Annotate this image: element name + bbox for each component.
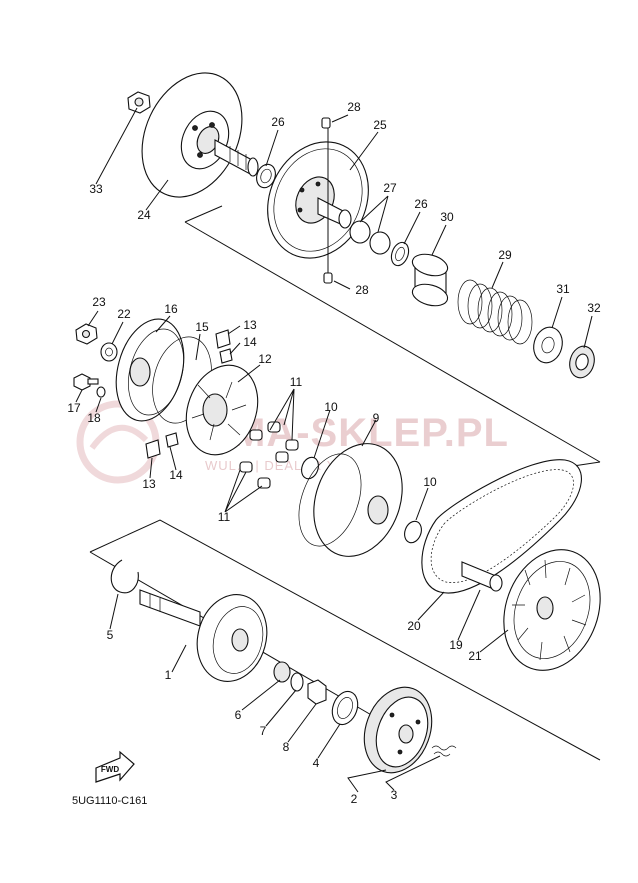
part-12-variator-plate <box>185 364 259 456</box>
callout-14: 14 <box>169 468 183 482</box>
callout-19: 19 <box>449 638 463 652</box>
part-16-cam-cover <box>115 318 185 422</box>
callout-5: 5 <box>107 628 114 642</box>
callout-3: 3 <box>391 788 398 802</box>
callout-25: 25 <box>373 118 387 132</box>
callout-23: 23 <box>92 295 106 309</box>
part-2-clutch-carrier <box>363 686 433 774</box>
part-14-slider-upper <box>219 348 233 364</box>
diagram-code: 5UG1110-C161 <box>72 795 147 807</box>
part-20-v-belt <box>421 459 582 594</box>
part-7-washer <box>290 672 304 692</box>
callout-10: 10 <box>324 400 338 414</box>
callout-26: 26 <box>414 197 428 211</box>
part-3-clutch-spring <box>431 745 457 757</box>
part-26-collar-lower <box>390 241 410 267</box>
callout-20: 20 <box>407 619 421 633</box>
part-29-compression-spring <box>457 279 533 345</box>
part-14-slider-lower <box>165 432 179 448</box>
part-4-needle-bearing <box>331 690 359 726</box>
callout-30: 30 <box>440 210 454 224</box>
part-13-slider-upper <box>215 329 231 349</box>
callout-28: 28 <box>347 100 361 114</box>
callout-4: 4 <box>313 756 320 770</box>
part-10-collar-lower <box>404 520 422 544</box>
callout-10: 10 <box>423 475 437 489</box>
part-27-o-rings <box>349 220 391 255</box>
callout-16: 16 <box>164 302 178 316</box>
callout-7: 7 <box>260 724 267 738</box>
callout-13: 13 <box>243 318 257 332</box>
callout-labels: 33 24 26 28 25 27 26 30 29 28 31 32 23 2… <box>67 100 601 806</box>
part-17-bolt <box>73 373 99 391</box>
callout-32: 32 <box>587 301 601 315</box>
part-24-fixed-sheave <box>141 72 259 198</box>
part-33-nut <box>127 91 151 114</box>
part-28-pin-lower <box>323 272 333 284</box>
callout-8: 8 <box>283 740 290 754</box>
callout-27: 27 <box>383 181 397 195</box>
part-21-fan-sheave <box>503 549 601 671</box>
callout-13: 13 <box>142 477 156 491</box>
part-28-pin-upper <box>321 117 331 129</box>
callout-15: 15 <box>195 320 209 334</box>
part-22-washer <box>100 342 118 362</box>
part-6-bearing <box>273 661 291 683</box>
part-9-primary-sheave <box>298 443 403 557</box>
part-5-circlip <box>110 559 139 594</box>
callout-2: 2 <box>351 792 358 806</box>
callout-11: 11 <box>218 510 231 524</box>
leader-lines <box>75 107 593 793</box>
part-31-washer <box>533 326 563 364</box>
callout-17: 17 <box>67 401 81 415</box>
part-8-nut <box>307 679 327 705</box>
callout-21: 21 <box>468 649 482 663</box>
part-13-slider-lower <box>145 439 161 459</box>
callout-31: 31 <box>556 282 570 296</box>
callout-11: 11 <box>290 375 303 389</box>
part-1-clutch-housing <box>139 589 268 682</box>
callout-26: 26 <box>271 115 285 129</box>
callout-6: 6 <box>235 708 242 722</box>
part-30-spring-seat <box>411 253 449 307</box>
callout-9: 9 <box>373 411 380 425</box>
callout-29: 29 <box>498 248 512 262</box>
callout-22: 22 <box>117 307 131 321</box>
part-23-nut <box>75 323 98 345</box>
part-19-collar <box>461 561 503 592</box>
callout-18: 18 <box>87 411 101 425</box>
callout-12: 12 <box>258 352 272 366</box>
callout-1: 1 <box>165 668 172 682</box>
callout-33: 33 <box>89 182 103 196</box>
fwd-arrow-icon: FWD <box>95 750 135 783</box>
callout-24: 24 <box>137 208 151 222</box>
fwd-label: FWD <box>101 765 119 774</box>
part-32-oil-seal <box>569 345 595 379</box>
callout-28: 28 <box>355 283 369 297</box>
callout-14: 14 <box>243 335 257 349</box>
part-18-washer <box>96 386 106 398</box>
